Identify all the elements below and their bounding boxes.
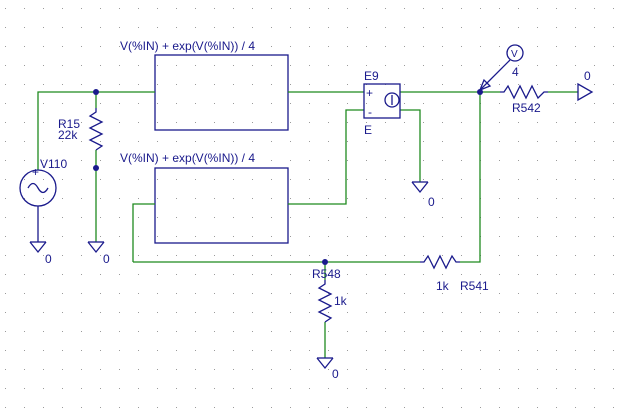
ground-e9-symbol <box>411 181 429 194</box>
wire-e9-to-ground <box>400 109 421 182</box>
wire-v110-to-abm1 <box>37 91 155 170</box>
ground-r548-label: 0 <box>332 367 339 381</box>
junction-output <box>477 89 483 95</box>
e9-ref: E <box>364 123 372 137</box>
r548-value: 1k <box>334 294 348 308</box>
v110-label: V110 <box>40 157 67 171</box>
r15-resistor[interactable] <box>88 108 104 151</box>
e9-minus-sign: - <box>368 105 372 119</box>
ground-r542-symbol <box>577 82 594 102</box>
abm-block-1-expression: V(%IN) + exp(V(%IN)) / 4 <box>120 39 255 53</box>
r548-resistor[interactable] <box>317 280 333 323</box>
ground-e9-label: 0 <box>428 195 435 209</box>
r541-value: 1k <box>436 279 450 293</box>
r541-label: R541 <box>460 279 489 293</box>
ground-v110-label: 0 <box>45 252 52 266</box>
ground-r542-label: 0 <box>584 69 591 83</box>
v110-plus-sign: + <box>32 165 39 179</box>
r548-label: R548 <box>312 267 341 281</box>
e9-label: E9 <box>364 69 379 83</box>
ground-r548-symbol <box>316 357 334 370</box>
wire-feedback-to-abm2 <box>132 203 155 262</box>
e9-vcvs[interactable] <box>363 83 401 119</box>
voltage-probe-label: V <box>511 49 518 60</box>
wire-abm2-to-e9-minus <box>288 109 364 205</box>
voltage-probe[interactable] <box>478 44 524 92</box>
abm-block-2-expression: V(%IN) + exp(V(%IN)) / 4 <box>120 151 255 165</box>
r541-resistor[interactable] <box>420 254 460 270</box>
grid-dots <box>5 8 614 408</box>
junction-feedback <box>322 259 328 265</box>
junction-input <box>93 89 99 95</box>
junction-r15-bottom <box>93 165 99 171</box>
ground-r15-label: 0 <box>103 252 110 266</box>
r15-label: R15 <box>58 117 80 131</box>
r15-value: 22k <box>58 128 78 142</box>
e9-plus-sign: + <box>366 86 373 100</box>
v110-source[interactable] <box>19 169 57 242</box>
abm-block-2[interactable] <box>154 167 289 244</box>
wire-out-to-r541 <box>460 92 481 263</box>
abm-block-1[interactable] <box>154 54 289 131</box>
ground-r15-symbol <box>87 241 105 254</box>
r542-value: 4 <box>512 65 519 79</box>
ground-v110-symbol <box>29 241 47 254</box>
r542-label: R542 <box>512 101 541 115</box>
r542-resistor[interactable] <box>500 84 548 100</box>
